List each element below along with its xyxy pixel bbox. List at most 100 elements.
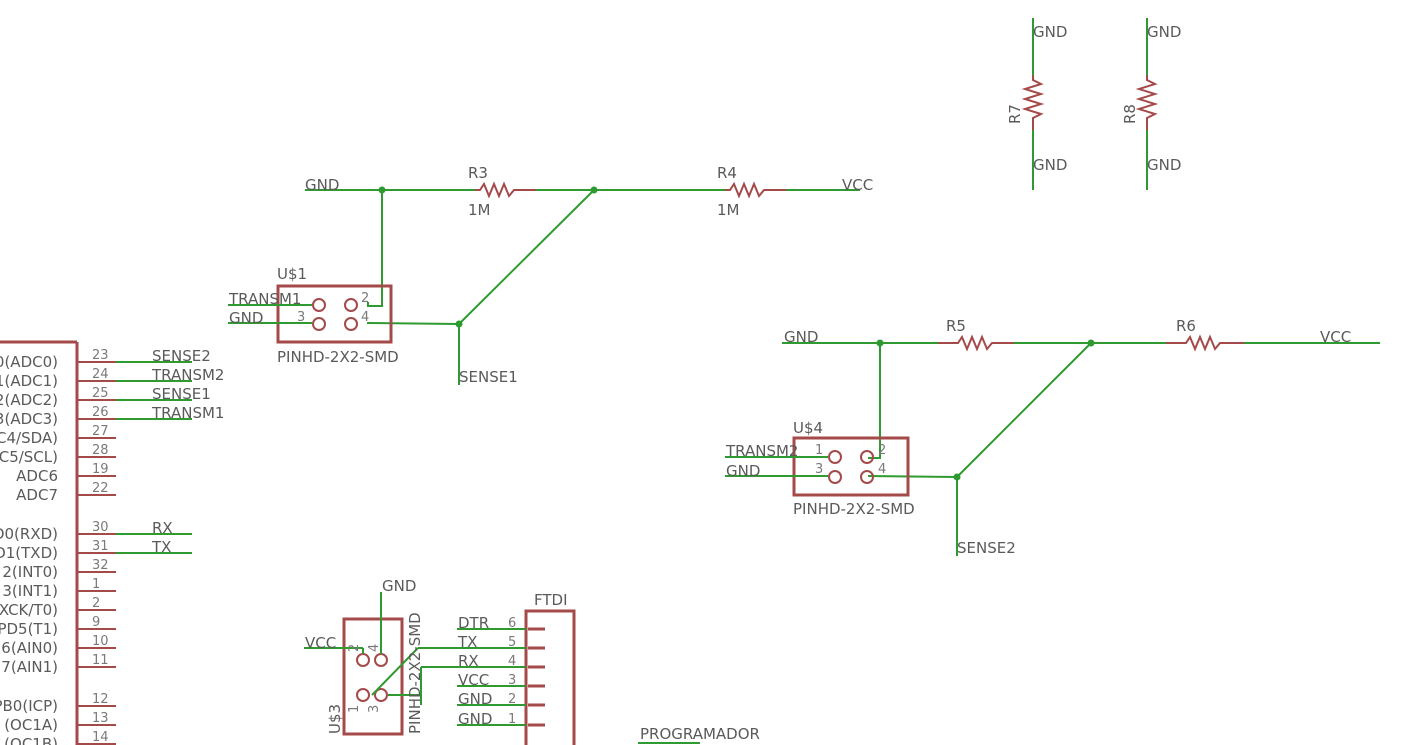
divider-2: GND R5 R6 VCC SENSE2 <box>782 317 1380 557</box>
r3-label: R3 <box>468 164 488 182</box>
u3-pin3: 3 <box>367 705 382 713</box>
mcu-pin-label: D0(RXD) <box>0 525 58 543</box>
mcu-pin-number: 24 <box>92 367 109 382</box>
mcu-pin-label: C5/SCL) <box>0 448 58 466</box>
header-u1[interactable]: U$1 PINHD-2X2-SMD TRANSM1 GND 2 3 4 <box>228 265 399 366</box>
mcu-pin-number: 27 <box>92 424 109 439</box>
ftdi-net-label: TX <box>457 633 477 651</box>
ftdi-net-label: RX <box>458 652 479 670</box>
resistor-r8[interactable]: R8 GND GND <box>1121 18 1181 190</box>
u3-pin4: 4 <box>367 644 382 652</box>
resistor-r6[interactable]: R6 <box>1166 317 1244 352</box>
resistor-r4[interactable]: R4 1M <box>708 164 786 219</box>
ftdi-pin-row[interactable]: GND 1 <box>457 710 545 728</box>
mcu-pin-number: 13 <box>92 711 109 726</box>
resistor-r3[interactable]: R3 1M <box>460 164 536 219</box>
mcu-pin-row[interactable]: 3(INT1)1 <box>2 577 116 600</box>
ftdi-pin-number: 4 <box>508 654 516 669</box>
ftdi-pin-number: 3 <box>508 673 516 688</box>
mcu-pin-row[interactable]: (OC1B)14 <box>4 730 116 745</box>
ftdi-net-label: DTR <box>458 614 489 632</box>
mcu-pin-label: 2(ADC2) <box>0 391 58 409</box>
ftdi-pin-row[interactable]: TX 5 <box>457 633 545 651</box>
mcu-pin-label: PD5(T1) <box>0 620 58 638</box>
mcu-pin-number: 31 <box>92 539 109 554</box>
mcu-net-label: SENSE1 <box>152 385 211 403</box>
mcu-pin-number: 11 <box>92 653 109 668</box>
mcu-pin-label: 2(INT0) <box>2 563 58 581</box>
mcu-net-label: TRANSM2 <box>151 366 224 384</box>
mcu-pin-number: 10 <box>92 634 109 649</box>
mcu-pin-label: D1(TXD) <box>0 544 58 562</box>
mcu-pin-number: 30 <box>92 520 109 535</box>
ftdi-pin-number: 2 <box>508 692 516 707</box>
ftdi-pin-row[interactable]: GND 2 <box>457 690 545 708</box>
header-u4[interactable]: U$4 PINHD-2X2-SMD TRANSM2 GND 1 2 3 4 <box>725 419 915 518</box>
mcu-pin-row[interactable]: 2(INT0) 32 <box>2 558 116 581</box>
resistor-r5[interactable]: R5 <box>938 317 1014 352</box>
u1-transm1: TRANSM1 <box>228 290 301 308</box>
ftdi-net-label: GND <box>458 710 492 728</box>
mcu-pin-list: D0(ADC0)23SENSE21(ADC1)24TRANSM22(ADC2)2… <box>0 347 224 745</box>
sense1-diagonal[interactable] <box>458 189 595 325</box>
sense2-diagonal[interactable] <box>956 342 1092 478</box>
ftdi-name: FTDI <box>534 591 568 609</box>
u1-pin4: 4 <box>361 310 369 325</box>
mcu-net-label: RX <box>152 519 173 537</box>
header-u3[interactable]: VCC GND U$3 PINHD-2X2-SMD 2 4 1 3 <box>304 577 523 736</box>
ftdi-pin-number: 1 <box>508 712 516 727</box>
mcu-pin-row[interactable]: PB0(ICP)12 <box>0 692 116 715</box>
mcu-pin-label: PB0(ICP) <box>0 697 58 715</box>
mcu-pin-row[interactable]: PD5(T1) 9 <box>0 615 116 638</box>
mcu-pin-row[interactable]: 6(AIN0) 10 <box>1 634 116 657</box>
mcu-pin-number: 32 <box>92 558 109 573</box>
mcu-pin-row[interactable]: C5/SCL)28 <box>0 443 116 466</box>
ftdi-net-label: GND <box>458 690 492 708</box>
u3-vcc: VCC <box>305 634 336 652</box>
mcu[interactable]: D0(ADC0)23SENSE21(ADC1)24TRANSM22(ADC2)2… <box>0 340 224 745</box>
mcu-pin-label: 6(AIN0) <box>1 639 58 657</box>
r3-value: 1M <box>468 201 491 219</box>
sense1-label: SENSE1 <box>459 368 518 386</box>
mcu-pin-number: 2 <box>92 596 100 611</box>
u4-pin4: 4 <box>878 462 886 477</box>
r8-gnd-top: GND <box>1147 23 1181 41</box>
mcu-pin-number: 22 <box>92 481 109 496</box>
mcu-pin-row[interactable]: 7(AIN1) 11 <box>1 653 116 676</box>
mcu-pin-label: 7(AIN1) <box>1 658 58 676</box>
mcu-pin-row[interactable]: C4/SDA)27 <box>0 424 116 447</box>
mcu-net-label: TRANSM1 <box>151 404 224 422</box>
mcu-pin-label: D0(ADC0) <box>0 353 58 371</box>
u1-pin2: 2 <box>361 291 369 306</box>
ftdi-pin-number: 5 <box>508 635 516 650</box>
r5-label: R5 <box>946 317 966 335</box>
r4-label: R4 <box>717 164 737 182</box>
mcu-pin-number: 19 <box>92 462 109 477</box>
u4-pin1: 1 <box>815 443 823 458</box>
mcu-pin-row[interactable]: XCK/T0)2 <box>0 596 116 619</box>
mcu-pin-row[interactable]: D0(RXD) 30 RX <box>0 519 192 543</box>
mcu-pin-row[interactable]: ADC6 19 <box>16 462 116 485</box>
ftdi-pin-row[interactable]: RX 4 <box>457 652 545 670</box>
mcu-pin-row[interactable]: (OC1A)13 <box>4 711 116 734</box>
u1-value: PINHD-2X2-SMD <box>277 348 399 366</box>
u3-gnd: GND <box>382 577 416 595</box>
mcu-pin-label: ADC6 <box>16 467 58 485</box>
mcu-pin-row[interactable]: 1(ADC1) 24 TRANSM2 <box>0 366 224 390</box>
resistor-r7[interactable]: R7 GND GND <box>1006 18 1067 190</box>
mcu-pin-label: 1(ADC1) <box>0 372 58 390</box>
mcu-pin-label: ADC7 <box>16 486 58 504</box>
u3-pin2: 2 <box>347 644 362 652</box>
mcu-pin-row[interactable]: ADC7 22 <box>16 481 116 504</box>
sense2-label: SENSE2 <box>957 539 1016 557</box>
mcu-pin-number: 9 <box>92 615 100 630</box>
u4-pin2: 2 <box>878 443 886 458</box>
divider1-vcc-label: VCC <box>842 176 873 194</box>
